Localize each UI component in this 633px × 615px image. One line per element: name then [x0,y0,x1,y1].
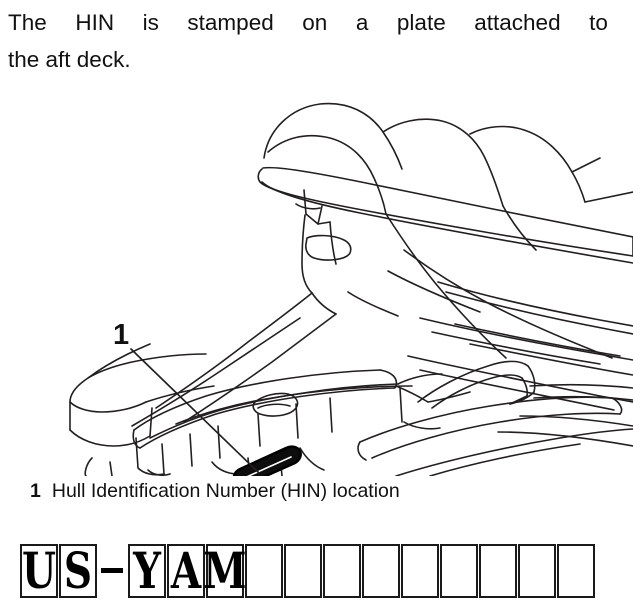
figure-caption: 1 Hull Identification Number (HIN) locati… [30,479,400,503]
intro-line-1: The HIN is stamped on a plate attached t… [8,4,608,41]
hin-cell-empty[interactable] [323,544,361,598]
callout-leader-line [130,348,260,474]
intro-word: is [142,10,159,35]
intro-word: plate [396,10,446,35]
intro-word: on [302,10,328,35]
caption-number: 1 [30,480,41,502]
watercraft-illustration: 1 [0,86,633,476]
hin-cell-empty[interactable] [362,544,400,598]
intro-paragraph: The HIN is stamped on a plate attached t… [8,4,616,78]
hin-cell-empty[interactable] [557,544,595,598]
intro-word: stamped [187,10,274,35]
intro-line-2: the aft deck. [8,47,131,72]
dash-glyph [101,568,123,573]
watercraft-line-drawing: 1 [69,102,633,476]
hin-cell-empty[interactable] [479,544,517,598]
hin-cell-filled[interactable]: U [20,544,58,598]
hin-plate [232,445,302,476]
hin-cell-empty[interactable] [401,544,439,598]
hin-cell-filled[interactable]: Y [128,544,166,598]
hin-cell-char: S [63,541,93,600]
hin-cell-filled[interactable]: A [167,544,205,598]
hin-cell-char: U [21,541,57,600]
hin-cell-char: M [203,541,247,600]
intro-word: a [355,10,369,35]
hin-cell-filled[interactable]: M [203,541,247,600]
hin-cell-empty[interactable] [284,544,322,598]
hin-separator-dash [98,544,128,598]
hin-cell-empty[interactable] [245,544,283,598]
intro-word: attached [474,10,561,35]
callout-number-1: 1 [113,319,129,351]
hin-cell-empty[interactable] [518,544,556,598]
intro-word: to [589,10,608,35]
hin-cell-filled[interactable]: S [59,544,97,598]
hin-cell-char: Y [133,541,161,600]
intro-word: The [8,10,47,35]
caption-text: Hull Identification Number (HIN) locatio… [51,480,400,502]
hin-cell-char: A [170,541,202,600]
intro-word: HIN [75,10,115,35]
hin-cell-empty[interactable] [440,544,478,598]
